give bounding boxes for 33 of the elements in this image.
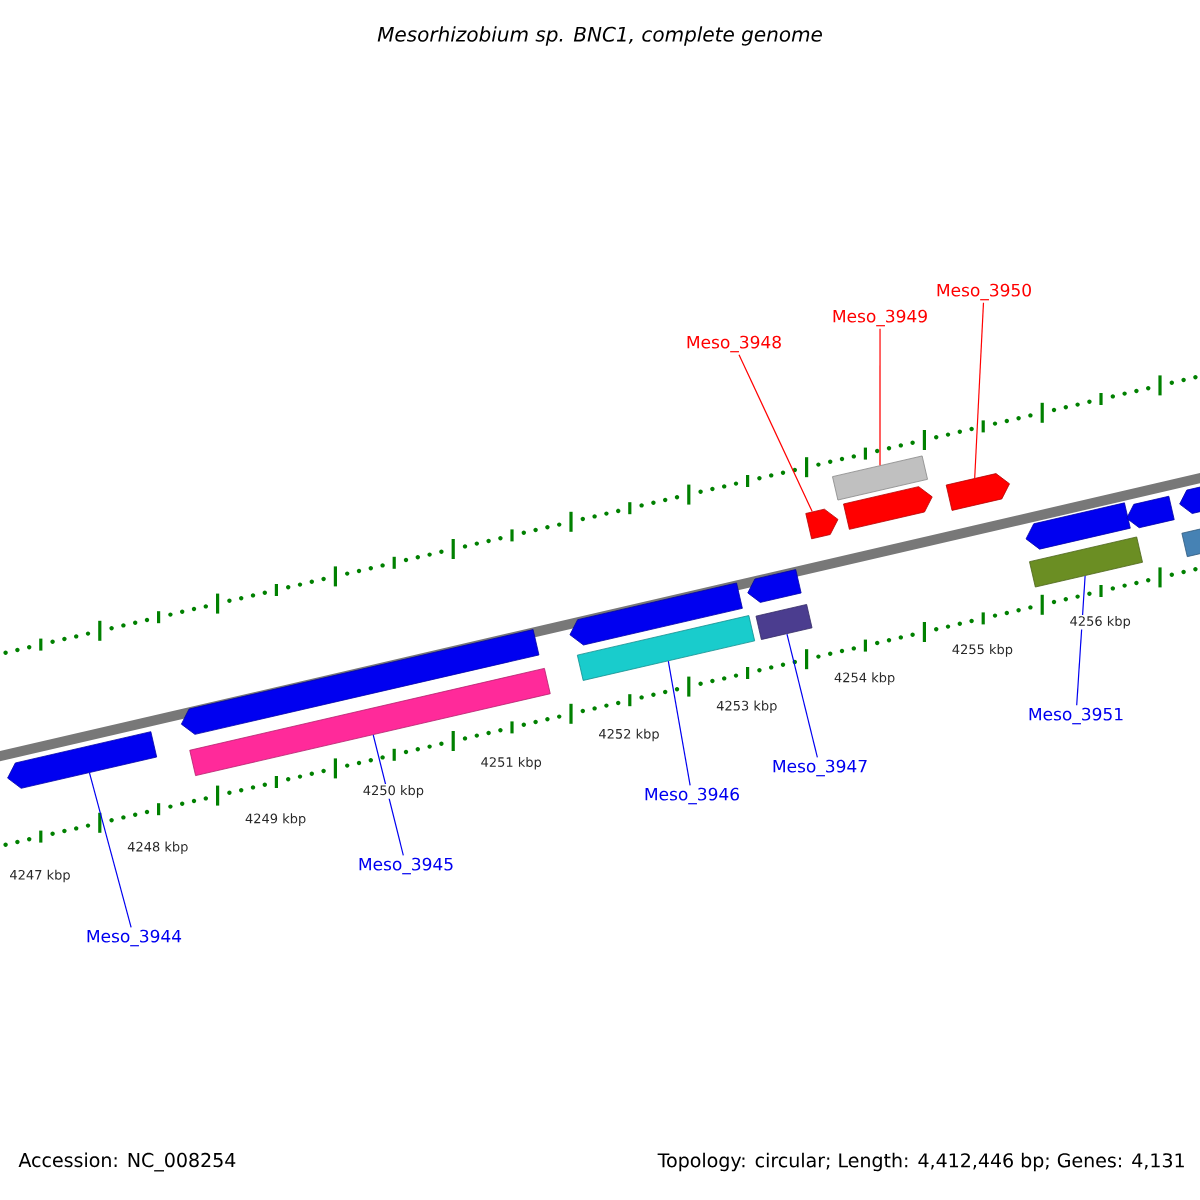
gene-feature: [832, 455, 928, 501]
gene-label: Meso_3947: [773, 759, 867, 777]
gene-feature: [1179, 482, 1200, 514]
gene-feature: [1029, 536, 1143, 588]
gene-feature: [805, 508, 839, 540]
leader-line: [738, 354, 813, 513]
leader-line: [879, 328, 881, 466]
gene-feature: [747, 569, 802, 603]
gene-label: Meso_3948: [687, 335, 781, 353]
gene-feature: [755, 604, 813, 640]
title: Mesorhizobium sp. BNC1, complete genome: [377, 26, 822, 46]
gene-label: Meso_3950: [937, 283, 1031, 301]
gene-feature: [7, 731, 158, 789]
gene-label: Meso_3945: [359, 857, 453, 875]
gene-feature: [843, 486, 933, 530]
gene-feature: [945, 473, 1010, 511]
gene-feature: [569, 582, 743, 646]
leader-line: [88, 772, 132, 928]
gene-feature: [180, 629, 540, 735]
gene-label: Meso_3949: [833, 309, 927, 327]
leader-line: [667, 660, 691, 786]
leader-line: [786, 633, 818, 758]
gene-feature: [1126, 495, 1175, 529]
leader-line: [372, 734, 404, 856]
gene-label: Meso_3946: [645, 787, 739, 805]
accession-text: Accession: NC_008254: [18, 1152, 236, 1172]
leader-line: [974, 302, 985, 479]
gene-feature: [576, 615, 756, 681]
gene-label: Meso_3951: [1029, 707, 1123, 725]
leader-line: [1076, 575, 1086, 706]
gene-label: Meso_3944: [87, 929, 182, 947]
gene-feature: [189, 668, 551, 776]
genome-summary: Topology: circular; Length: 4,412,446 bp; Genes: 4,131: [657, 1152, 1184, 1172]
